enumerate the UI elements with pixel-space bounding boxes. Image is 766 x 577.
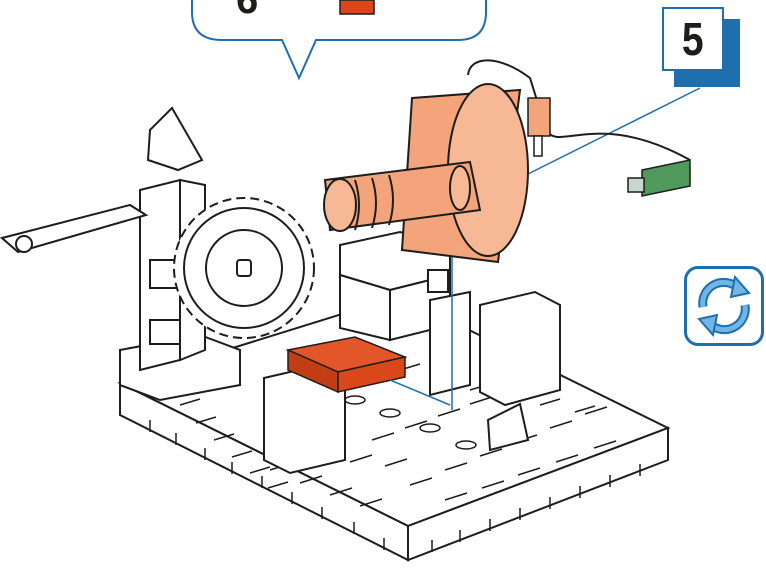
switch-connector [528,98,550,156]
step-number: 5 [682,16,704,62]
step-indicator-face: 5 [662,7,724,71]
step-indicator: 5 [662,7,736,81]
callout-step-number: 6 [236,0,258,20]
rotate-view-icon [687,269,761,343]
callout-small-red-part [340,0,374,14]
rotate-view-button[interactable] [684,266,764,346]
green-sensor [628,160,690,196]
gear-wheel [174,198,314,338]
motor-unit [324,84,528,262]
